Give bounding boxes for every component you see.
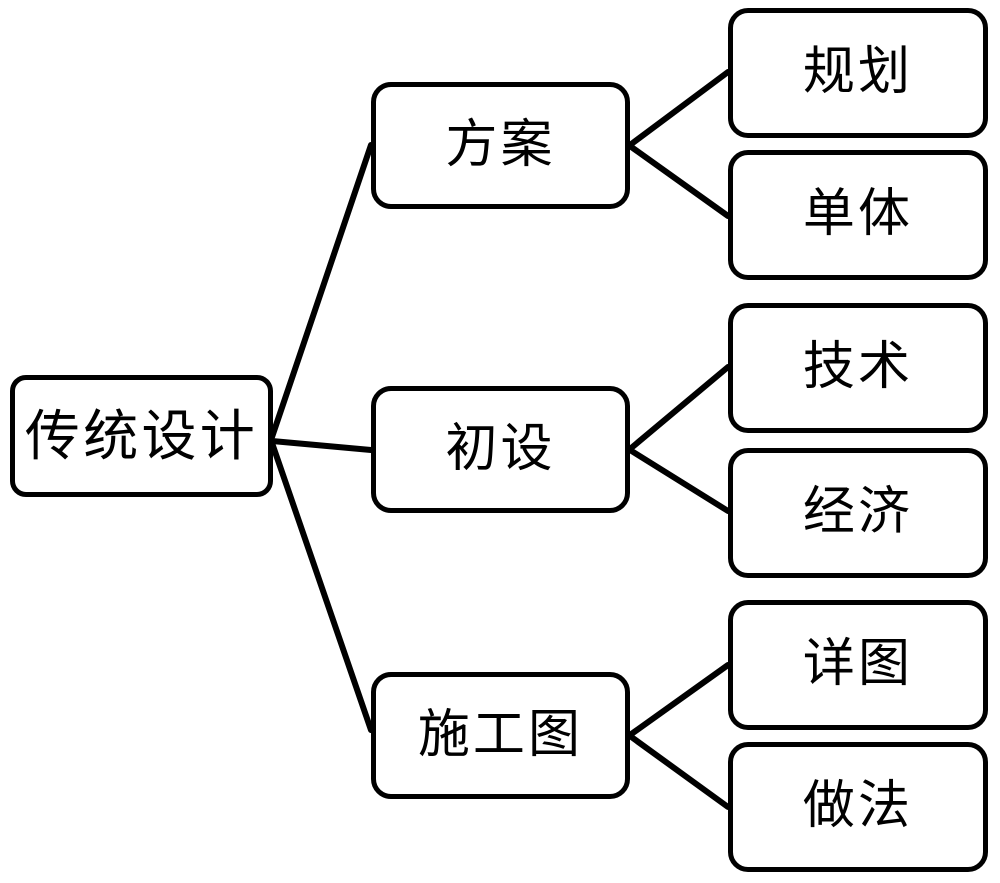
node-branch-shigongtu[interactable]: 施工图 bbox=[371, 672, 630, 799]
edge-root-to-chushe bbox=[269, 438, 374, 453]
node-leaf-jishu-label: 技术 bbox=[802, 339, 914, 396]
node-leaf-zuofa-label: 做法 bbox=[802, 778, 914, 835]
edge-shigongtu-to-xiangtu bbox=[627, 662, 731, 738]
edge-shigongtu-to-zuofa bbox=[627, 733, 731, 810]
edge-fangan-to-danti bbox=[627, 143, 731, 219]
node-root[interactable]: 传统设计 bbox=[10, 375, 273, 497]
edge-chushe-to-jingji bbox=[627, 447, 731, 514]
node-root-label: 传统设计 bbox=[24, 405, 259, 467]
edge-chushe-to-jishu bbox=[627, 364, 731, 452]
node-leaf-xiangtu[interactable]: 详图 bbox=[728, 600, 988, 730]
node-leaf-guihua[interactable]: 规划 bbox=[728, 8, 988, 138]
node-leaf-jingji[interactable]: 经济 bbox=[728, 448, 988, 578]
node-leaf-jishu[interactable]: 技术 bbox=[728, 303, 988, 433]
node-branch-chushe-label: 初设 bbox=[445, 420, 556, 478]
node-leaf-xiangtu-label: 详图 bbox=[802, 636, 914, 693]
node-branch-chushe[interactable]: 初设 bbox=[371, 386, 630, 513]
node-branch-shigongtu-label: 施工图 bbox=[417, 706, 584, 764]
node-branch-fangan[interactable]: 方案 bbox=[371, 82, 630, 209]
node-leaf-guihua-label: 规划 bbox=[802, 44, 914, 101]
node-leaf-danti[interactable]: 单体 bbox=[728, 150, 988, 280]
node-leaf-jingji-label: 经济 bbox=[802, 484, 914, 541]
node-leaf-zuofa[interactable]: 做法 bbox=[728, 742, 988, 872]
node-branch-fangan-label: 方案 bbox=[445, 116, 556, 174]
edge-root-to-shigongtu bbox=[269, 440, 374, 733]
node-leaf-danti-label: 单体 bbox=[802, 186, 914, 243]
edge-fangan-to-guihua bbox=[627, 69, 731, 148]
edge-root-to-fangan bbox=[269, 142, 374, 440]
